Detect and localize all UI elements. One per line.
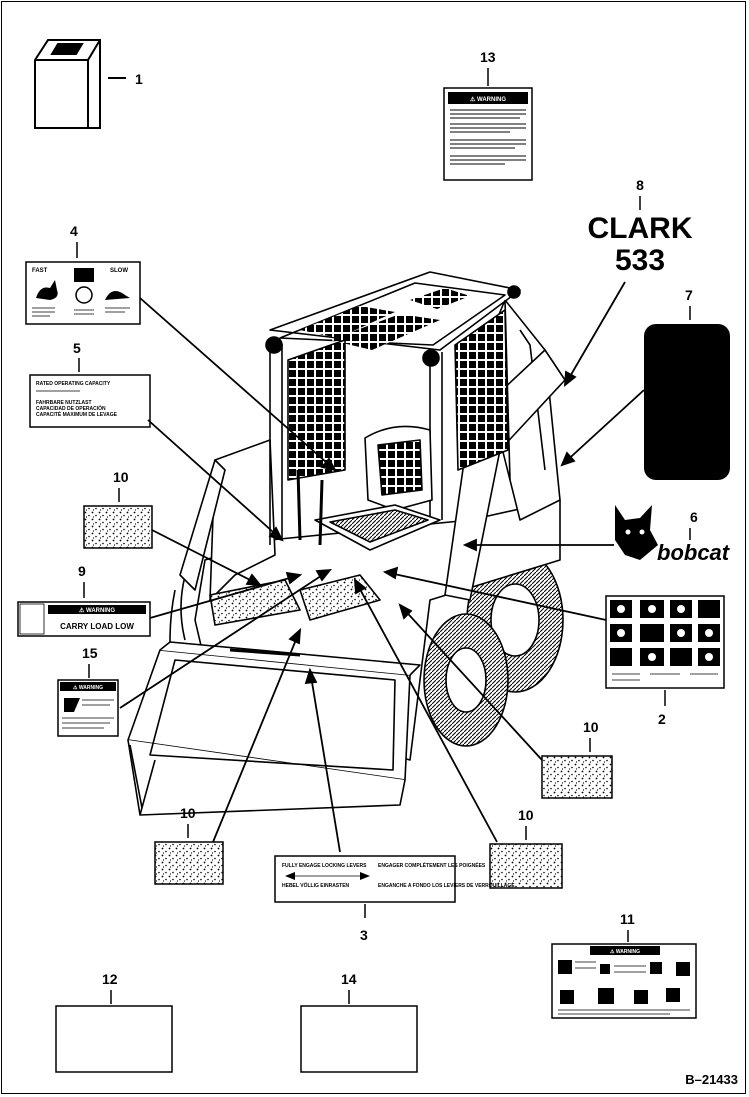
decal-9-carry-load-low: ⚠ WARNING CARRY LOAD LOW: [17, 601, 151, 637]
decal-12-blank: [55, 1005, 173, 1073]
leader-arrows: [119, 281, 645, 853]
decal-15-warning: ⚠ WARNING: [57, 679, 119, 737]
callout-11: 11: [620, 911, 635, 927]
callout-3: 3: [360, 927, 368, 943]
decal-3-text-bl: HEBEL VÖLLIG EINRASTEN: [282, 882, 350, 889]
decal-1-kit-box: [34, 39, 126, 129]
bobcat-logo-wordmark: bobcat: [657, 540, 731, 565]
callout-13: 13: [480, 49, 496, 65]
rabbit-icon: [36, 280, 58, 300]
decal-7-black-panel: [644, 324, 730, 480]
decal-4-slow-label: SLOW: [110, 268, 128, 274]
callout-10-d: 10: [518, 807, 534, 823]
callout-12: 12: [102, 971, 118, 987]
decal-5-line3: CAPACIDAD DE OPERACIÓN: [36, 404, 106, 412]
callout-10-a: 10: [113, 469, 129, 485]
decal-5-capacity: RATED OPERATING CAPACITY FAHRBARE NUTZLA…: [29, 374, 151, 428]
decal-2-pictogram-panel: [605, 595, 725, 689]
decal-4-speed: FAST SLOW: [25, 261, 141, 325]
callout-4: 4: [70, 223, 78, 239]
decal-9-warning-label: ⚠ WARNING: [79, 607, 115, 614]
decal-10-a: [83, 505, 153, 549]
decal-11-warning-panel: ⚠ WARNING: [551, 943, 697, 1019]
callout-7: 7: [685, 287, 693, 303]
decal-5-line4: CAPACITÉ MAXIMUM DE LEVAGE: [36, 410, 118, 418]
callout-5: 5: [73, 340, 81, 356]
decal-10-d: [489, 843, 563, 889]
skid-steer-loader-illustration: [127, 271, 566, 816]
callout-10-b: 10: [583, 719, 599, 735]
decal-13-warning-label: ⚠ WARNING: [470, 96, 506, 103]
decal-13-warning: ⚠ WARNING: [443, 87, 533, 181]
clark-model-decal-line2: 533: [615, 244, 665, 277]
callout-14: 14: [341, 971, 357, 987]
decal-15-warning-label: ⚠ WARNING: [73, 685, 103, 691]
decal-3-locking-levers: FULLY ENGAGE LOCKING LEVERS ENGAGER COMP…: [274, 855, 515, 903]
decal-10-b: [541, 755, 613, 799]
callout-15: 15: [82, 645, 98, 661]
decal-3-text-tr: ENGAGER COMPLÈTEMENT LES POIGNÉES: [378, 861, 486, 869]
clark-model-decal-line1: CLARK: [588, 212, 693, 245]
turtle-icon: [105, 291, 130, 300]
callout-1: 1: [135, 71, 143, 87]
callout-9: 9: [78, 563, 86, 579]
callout-8: 8: [636, 177, 644, 193]
decal-3-text-br: ENGANCHE A FONDO LOS LEVIERS DE VERROUIL…: [378, 883, 515, 889]
decal-14-blank: [300, 1005, 418, 1073]
callout-2: 2: [658, 711, 666, 727]
decal-9-main-text: CARRY LOAD LOW: [60, 622, 134, 631]
decal-5-line1: RATED OPERATING CAPACITY: [36, 381, 111, 387]
decal-4-fast-label: FAST: [32, 268, 48, 274]
figure-id: B–21433: [685, 1072, 738, 1087]
bobcat-logo: bobcat: [615, 505, 731, 565]
decal-11-warning-label: ⚠ WARNING: [610, 949, 640, 955]
decal-5-line2: FAHRBARE NUTZLAST: [36, 400, 92, 406]
callout-10-c: 10: [180, 805, 196, 821]
decal-10-c: [154, 841, 224, 885]
decal-3-text-tl: FULLY ENGAGE LOCKING LEVERS: [282, 863, 367, 869]
callout-6: 6: [690, 509, 698, 525]
